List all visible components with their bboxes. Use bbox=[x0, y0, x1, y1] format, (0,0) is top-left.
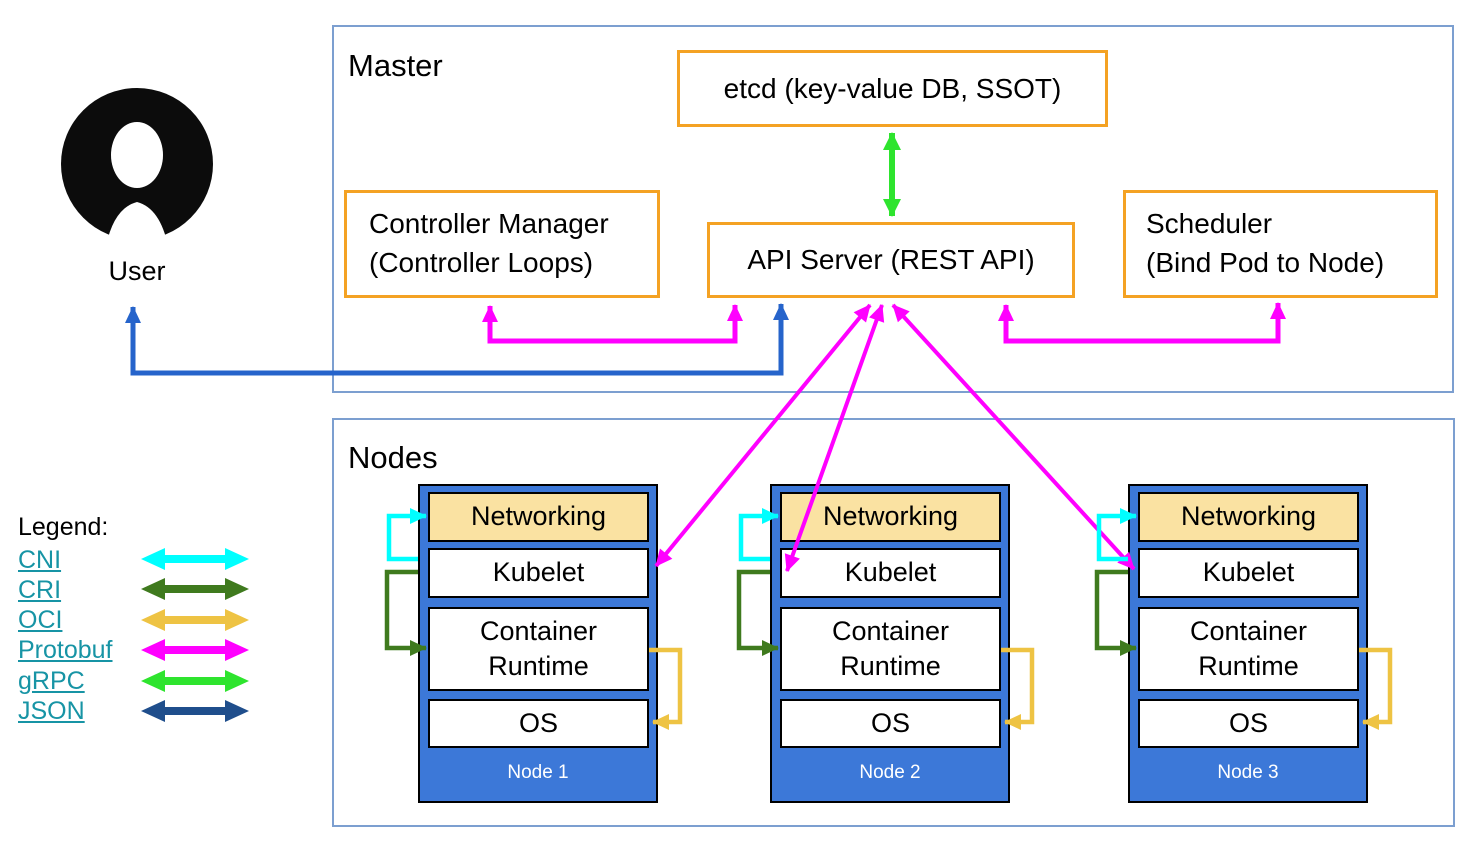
legend-arrow-oci bbox=[141, 609, 249, 631]
legend-link-oci[interactable]: OCI bbox=[18, 606, 63, 634]
legend-link-cri[interactable]: CRI bbox=[18, 576, 62, 604]
legend-arrow-grpc bbox=[141, 670, 249, 692]
legend-arrow-protobuf bbox=[141, 639, 249, 661]
controller-manager-box: Controller Manager (Controller Loops) bbox=[344, 190, 660, 298]
node-3-kubelet-layer: Kubelet bbox=[1138, 548, 1359, 598]
etcd-box: etcd (key-value DB, SSOT) bbox=[677, 50, 1108, 127]
legend-arrow-cri bbox=[141, 578, 249, 600]
etcd-label: etcd (key-value DB, SSOT) bbox=[723, 72, 1062, 104]
api-server-label: API Server (REST API) bbox=[747, 244, 1035, 275]
node-2-kubelet-layer: Kubelet bbox=[780, 548, 1001, 598]
node-3-os-layer: OS bbox=[1138, 699, 1359, 748]
controller-manager-label-line2: (Controller Loops) bbox=[369, 247, 594, 278]
node-1-name: Node 1 bbox=[507, 762, 569, 783]
legend-link-json[interactable]: JSON bbox=[18, 697, 85, 725]
node-2-container-runtime-layer: Container Runtime bbox=[780, 607, 1001, 691]
node-3-container-runtime-layer: Container Runtime bbox=[1138, 607, 1359, 691]
scheduler-box: Scheduler (Bind Pod to Node) bbox=[1123, 190, 1438, 298]
nodes-section-title: Nodes bbox=[348, 440, 438, 475]
node-2-os-layer: OS bbox=[780, 699, 1001, 748]
legend-arrow-cni bbox=[141, 548, 249, 570]
node-2-container: Networking Kubelet Container Runtime OS … bbox=[770, 484, 1010, 803]
controller-manager-label-line1: Controller Manager bbox=[369, 208, 609, 240]
legend-link-grpc[interactable]: gRPC bbox=[18, 667, 85, 695]
user-label: User bbox=[108, 256, 166, 286]
scheduler-label-line1: Scheduler bbox=[1146, 208, 1273, 240]
legend-link-protobuf[interactable]: Protobuf bbox=[18, 636, 113, 664]
node-1-networking-layer: Networking bbox=[428, 492, 649, 542]
node-2-name: Node 2 bbox=[859, 762, 921, 783]
scheduler-label-line2: (Bind Pod to Node) bbox=[1146, 247, 1385, 278]
legend-arrow-json bbox=[141, 700, 249, 722]
node-1-kubelet-layer: Kubelet bbox=[428, 548, 649, 598]
user-icon bbox=[61, 88, 213, 246]
node-3-networking-layer: Networking bbox=[1138, 492, 1359, 542]
node-1-os-layer: OS bbox=[428, 699, 649, 748]
master-section-title: Master bbox=[348, 48, 443, 83]
legend-link-cni[interactable]: CNI bbox=[18, 546, 62, 574]
node-3-container: Networking Kubelet Container Runtime OS … bbox=[1128, 484, 1368, 803]
api-server-box: API Server (REST API) bbox=[707, 222, 1075, 298]
legend-title: Legend: bbox=[18, 513, 109, 541]
node-1-container-runtime-layer: Container Runtime bbox=[428, 607, 649, 691]
node-3-name: Node 3 bbox=[1217, 762, 1279, 783]
node-2-networking-layer: Networking bbox=[780, 492, 1001, 542]
node-1-container: Networking Kubelet Container Runtime OS … bbox=[418, 484, 658, 803]
